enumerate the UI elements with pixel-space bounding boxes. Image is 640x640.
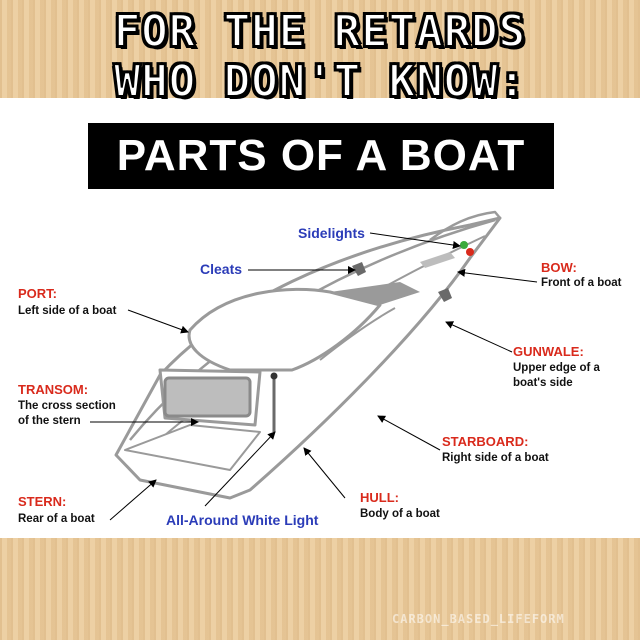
label-starboard-desc: Right side of a boat — [442, 452, 549, 464]
label-all-around-light: All-Around White Light — [166, 512, 319, 528]
pointer-all-around-light — [204, 431, 276, 507]
cleat-left — [352, 262, 366, 276]
label-gunwale: GUNWALE: — [513, 344, 584, 359]
windshield — [319, 307, 396, 361]
sidelight-red — [466, 248, 474, 256]
pointer-stern — [109, 479, 157, 521]
bow-rail — [429, 210, 501, 242]
label-gunwale-desc-1: Upper edge of a — [513, 362, 600, 374]
label-stern: STERN: — [18, 494, 67, 509]
pointer-port — [127, 309, 189, 334]
pointer-sidelights — [369, 232, 461, 249]
meme-caption-line-2: WHO DON'T KNOW: — [113, 55, 527, 108]
foredeck-hatch — [420, 252, 455, 268]
pointer-hull — [303, 447, 346, 499]
label-sidelights: Sidelights — [298, 225, 365, 241]
label-transom-desc-1: The cross section — [18, 400, 116, 412]
label-starboard: STARBOARD: — [442, 434, 529, 449]
label-port-desc: Left side of a boat — [18, 305, 117, 317]
label-transom: TRANSOM: — [18, 382, 89, 397]
label-stern-desc: Rear of a boat — [18, 513, 95, 525]
label-transom-desc-2: of the stern — [18, 415, 81, 427]
label-bow-desc: Front of a boat — [541, 277, 622, 289]
label-hull-desc: Body of a boat — [360, 508, 440, 520]
label-hull: HULL: — [360, 490, 399, 505]
label-gunwale-desc-2: boat's side — [513, 377, 573, 389]
boat-illustration — [114, 210, 502, 500]
swim-platform — [124, 424, 261, 471]
pointer-starboard — [377, 415, 441, 451]
meme-caption-line-1: FOR THE RETARDS — [113, 5, 527, 58]
diagram-title: PARTS OF A BOAT — [88, 123, 554, 189]
transom-window — [163, 376, 252, 418]
cabin-roof — [187, 287, 382, 372]
label-cleats: Cleats — [200, 261, 243, 277]
label-bow: BOW: — [541, 260, 577, 275]
pointer-bow — [457, 268, 538, 283]
label-port: PORT: — [18, 286, 57, 301]
sidelight-green — [460, 241, 468, 249]
pointer-gunwale — [445, 321, 513, 353]
cabin-top-stripe — [330, 282, 420, 305]
pointer-lines — [90, 232, 538, 521]
all-around-light — [270, 372, 278, 380]
watermark: CARBON_BASED_LIFEFORM — [392, 612, 565, 626]
cleat-right — [438, 288, 452, 302]
